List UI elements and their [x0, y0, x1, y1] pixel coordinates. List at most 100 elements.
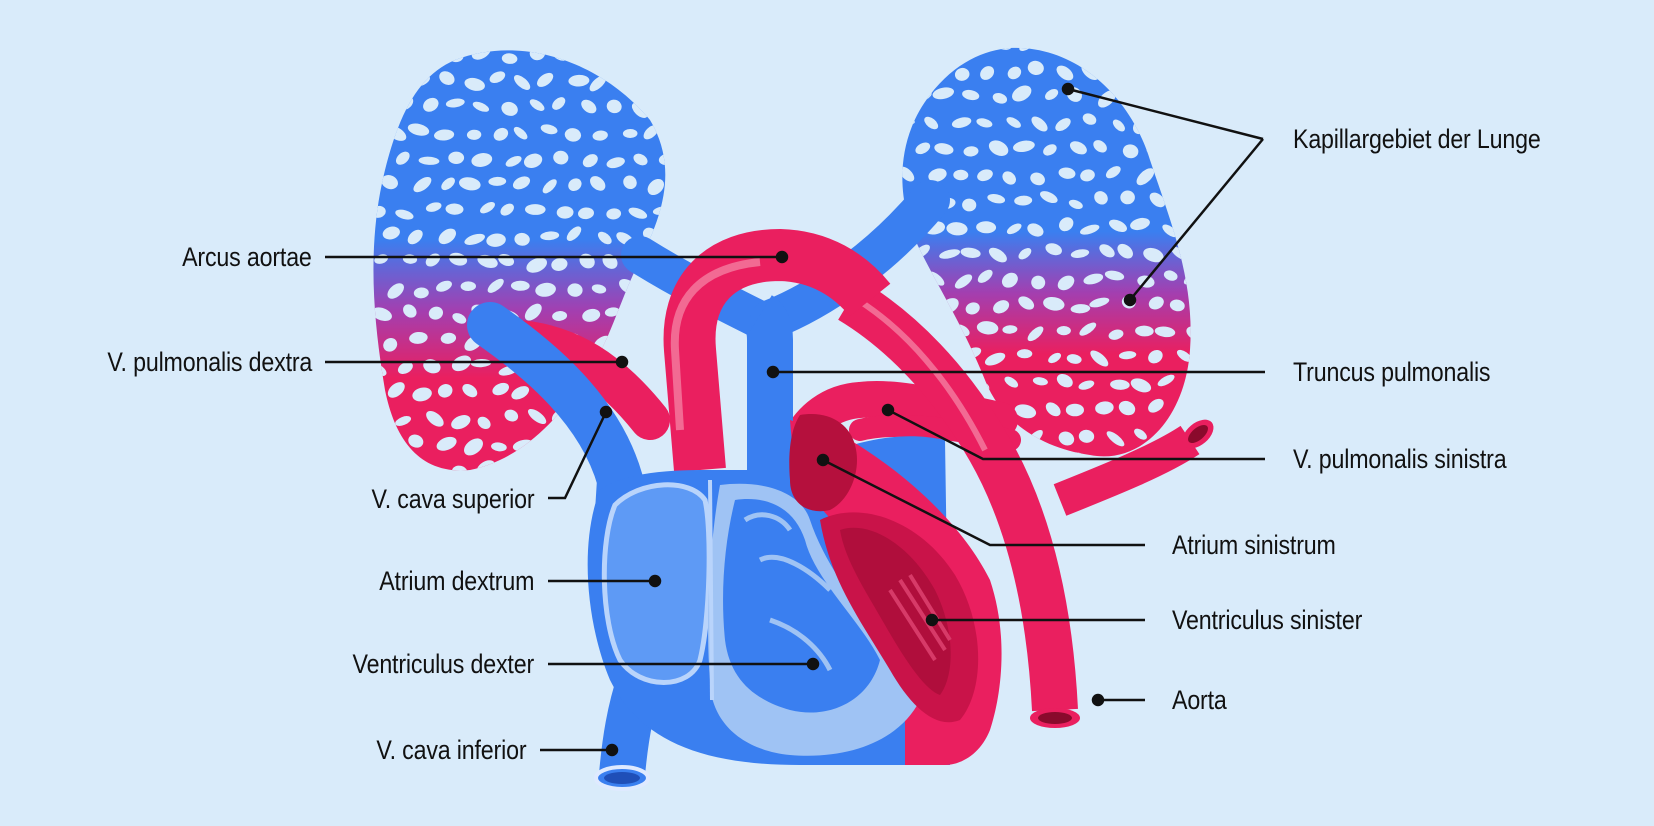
capillary-gap [1002, 325, 1018, 334]
capillary-gap [1163, 63, 1179, 77]
capillary-gap [1174, 47, 1191, 55]
capillary-gap [962, 89, 980, 101]
capillary-gap [418, 156, 440, 165]
capillary-gap [962, 198, 977, 212]
capillary-gap [395, 209, 414, 220]
capillary-gap [529, 50, 546, 61]
capillary-gap [1135, 325, 1154, 337]
capillary-gap [976, 321, 999, 335]
capillary-gap [568, 178, 582, 192]
capillary-gap [1169, 299, 1185, 312]
capillary-gap [1056, 65, 1074, 81]
capillary-gap [551, 257, 568, 271]
capillary-gap [451, 465, 468, 471]
capillary-gap [1055, 118, 1071, 132]
capillary-gap [1027, 60, 1044, 75]
capillary-gap [1006, 117, 1021, 128]
capillary-gap [926, 68, 943, 80]
capillary-gap [622, 128, 638, 139]
capillary-gap [1018, 248, 1032, 260]
capillary-gap [1090, 350, 1109, 367]
capillary-gap [883, 35, 902, 50]
capillary-gap [606, 157, 625, 169]
capillary-gap [934, 143, 954, 155]
capillary-gap [1013, 140, 1035, 153]
capillary-gap [1118, 400, 1136, 416]
capillary-gap [407, 229, 423, 245]
capillary-gap [1176, 349, 1191, 362]
capillary-gap [373, 99, 386, 116]
capillary-gap [1118, 351, 1137, 360]
capillary-gap [1014, 195, 1033, 206]
capillary-gap [501, 53, 518, 64]
capillary-gap [1056, 326, 1071, 336]
capillary-gap [628, 207, 648, 219]
capillary-gap [606, 208, 622, 220]
capillary-gap [439, 71, 455, 85]
capillary-gap [1147, 84, 1166, 103]
capillary-gap [373, 410, 387, 424]
capillary-gap [383, 337, 398, 352]
capillary-gap [1057, 275, 1075, 291]
capillary-gap [488, 176, 507, 186]
capillary-gap [1157, 374, 1175, 387]
capillary-gap [1032, 377, 1048, 386]
capillary-gap [903, 270, 919, 284]
capillary-gap [579, 50, 595, 61]
capillary-gap [566, 226, 582, 241]
capillary-gap [540, 124, 558, 135]
capillary-gap [963, 47, 979, 54]
capillary-gap [387, 382, 405, 398]
capillary-gap [420, 53, 440, 62]
capillary-gap [591, 284, 607, 294]
capillary-gap [928, 168, 947, 182]
capillary-gap [915, 142, 931, 155]
capillary-gap [445, 98, 465, 108]
capillary-gap [1070, 249, 1090, 258]
capillary-gap [504, 409, 519, 422]
capillary-gap [1001, 272, 1018, 288]
capillary-gap [660, 99, 666, 114]
capillary-gap [1122, 144, 1139, 159]
capillary-gap [387, 283, 404, 299]
capillary-gap [568, 74, 590, 87]
capillary-gap [471, 153, 493, 167]
capillary-gap [939, 47, 957, 56]
capillary-gap [954, 274, 973, 289]
capillary-gap [1066, 354, 1082, 364]
capillary-gap [1078, 380, 1095, 390]
capillary-gap [1027, 326, 1044, 342]
capillary-gap [1105, 67, 1122, 77]
capillary-gap [436, 280, 452, 292]
capillary-gap [1148, 349, 1163, 364]
capillary-gap [1043, 144, 1057, 156]
capillary-gap [582, 154, 598, 168]
capillary-gap [1031, 116, 1048, 132]
descending-aorta [837, 280, 1080, 728]
capillary-gap [552, 97, 566, 110]
capillary-gap [1040, 191, 1058, 204]
capillary-gap [1058, 167, 1076, 179]
capillary-gap [529, 99, 545, 111]
label-v-cava-inferior: V. cava inferior [376, 735, 526, 765]
capillary-gap [1143, 247, 1164, 263]
capillary-gap [540, 231, 560, 241]
capillary-gap [553, 150, 569, 165]
capillary-gap [438, 228, 456, 245]
capillary-gap [631, 102, 649, 118]
capillary-gap [633, 153, 648, 166]
capillary-gap [487, 278, 504, 293]
capillary-gap [976, 221, 997, 234]
capillary-gap [902, 166, 915, 182]
capillary-gap [445, 203, 464, 215]
aortic-arch [663, 228, 891, 473]
capillary-gap [381, 175, 398, 190]
capillary-gap [1089, 297, 1110, 308]
label-atrium-dextrum: Atrium dextrum [378, 566, 534, 596]
capillary-gap [902, 60, 920, 74]
capillary-gap [619, 335, 641, 347]
capillary-gap [965, 302, 980, 315]
capillary-gap [423, 97, 439, 112]
capillary-gap [409, 331, 428, 344]
